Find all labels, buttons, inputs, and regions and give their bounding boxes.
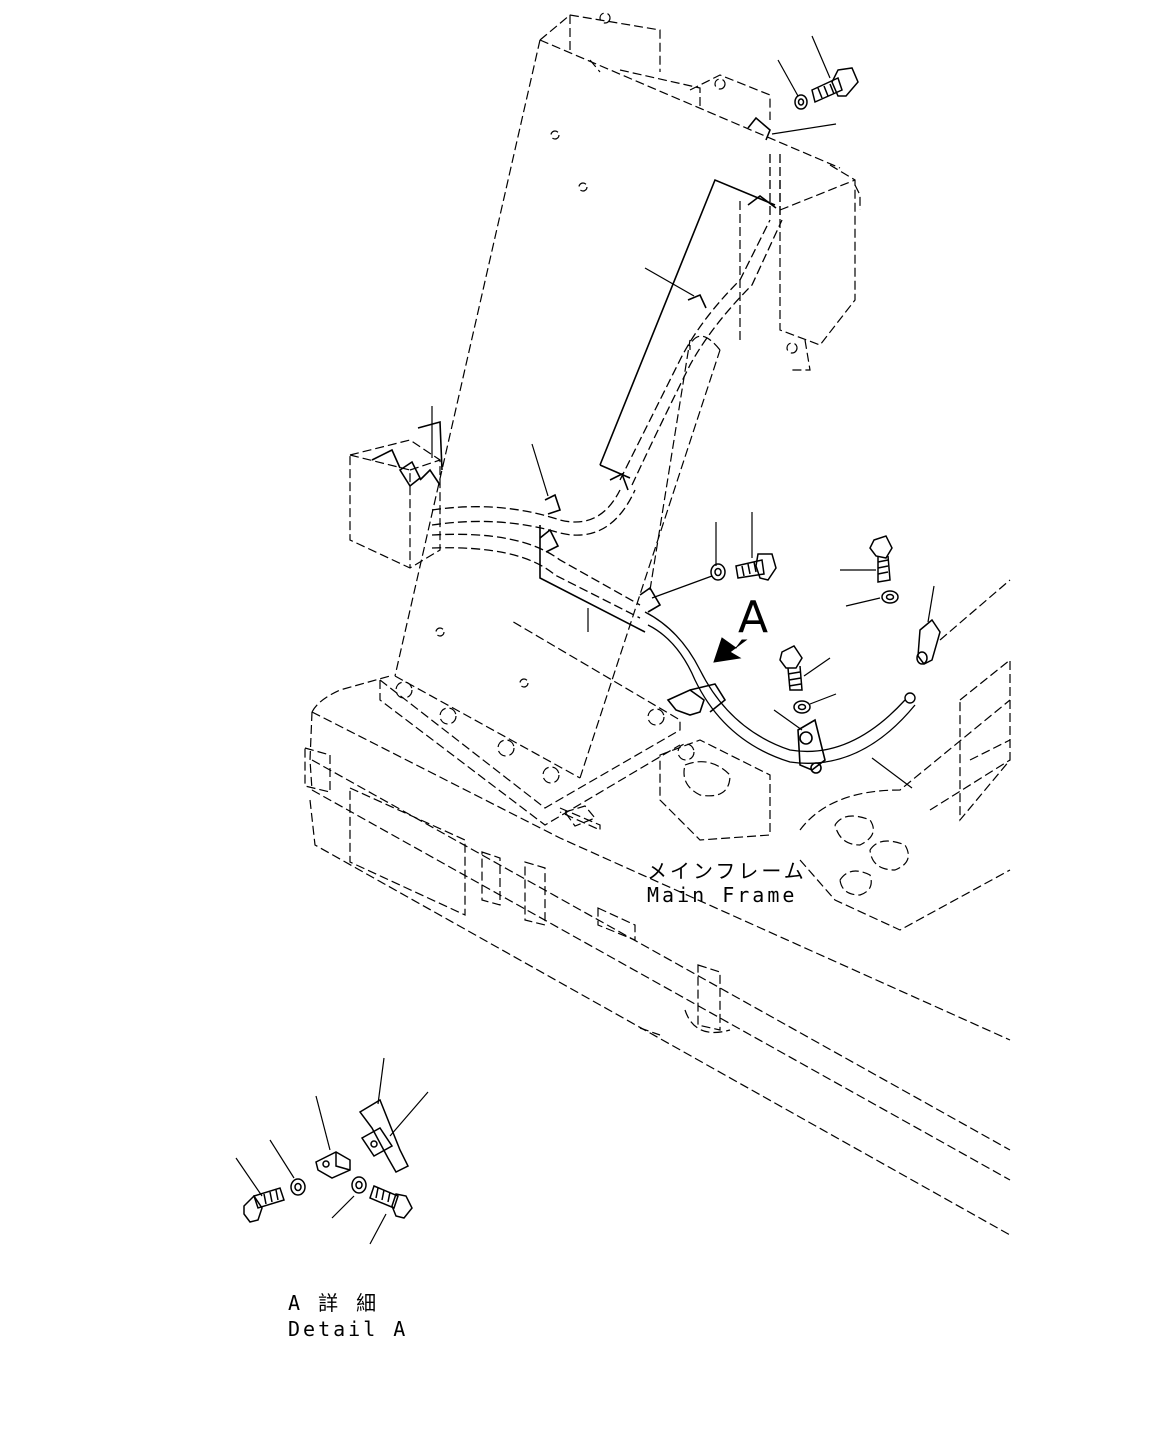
terminal-cap xyxy=(916,618,941,665)
bolt-mid xyxy=(735,553,777,581)
detail-a-label-jp: A 詳 細 xyxy=(288,1291,380,1315)
washer-lower xyxy=(793,700,811,714)
bolt-right-upper xyxy=(869,535,893,583)
view-arrow-a xyxy=(713,637,748,663)
main-frame-label-en: Main Frame xyxy=(647,883,798,907)
view-marker-a: A xyxy=(738,592,769,643)
main-frame-label-jp: メインフレーム xyxy=(647,859,807,883)
bolt-right-lower xyxy=(779,645,803,691)
main-frame-outline xyxy=(304,579,1011,1236)
washer-right xyxy=(881,590,899,604)
cable-clamp-b xyxy=(797,718,826,774)
wire-harness xyxy=(431,150,916,764)
washer-top xyxy=(794,94,808,110)
detail-a-leaders xyxy=(235,1057,429,1245)
leader-lines xyxy=(431,35,935,789)
detail-a-parts xyxy=(243,1098,413,1223)
bolt-top xyxy=(811,67,859,104)
ring-terminal-right xyxy=(904,692,916,704)
column-outline xyxy=(349,12,861,779)
washer-mid xyxy=(710,563,726,581)
cover-plates xyxy=(371,116,777,633)
cable-clamp-a xyxy=(666,683,727,716)
detail-a-label-en: Detail A xyxy=(288,1317,409,1341)
